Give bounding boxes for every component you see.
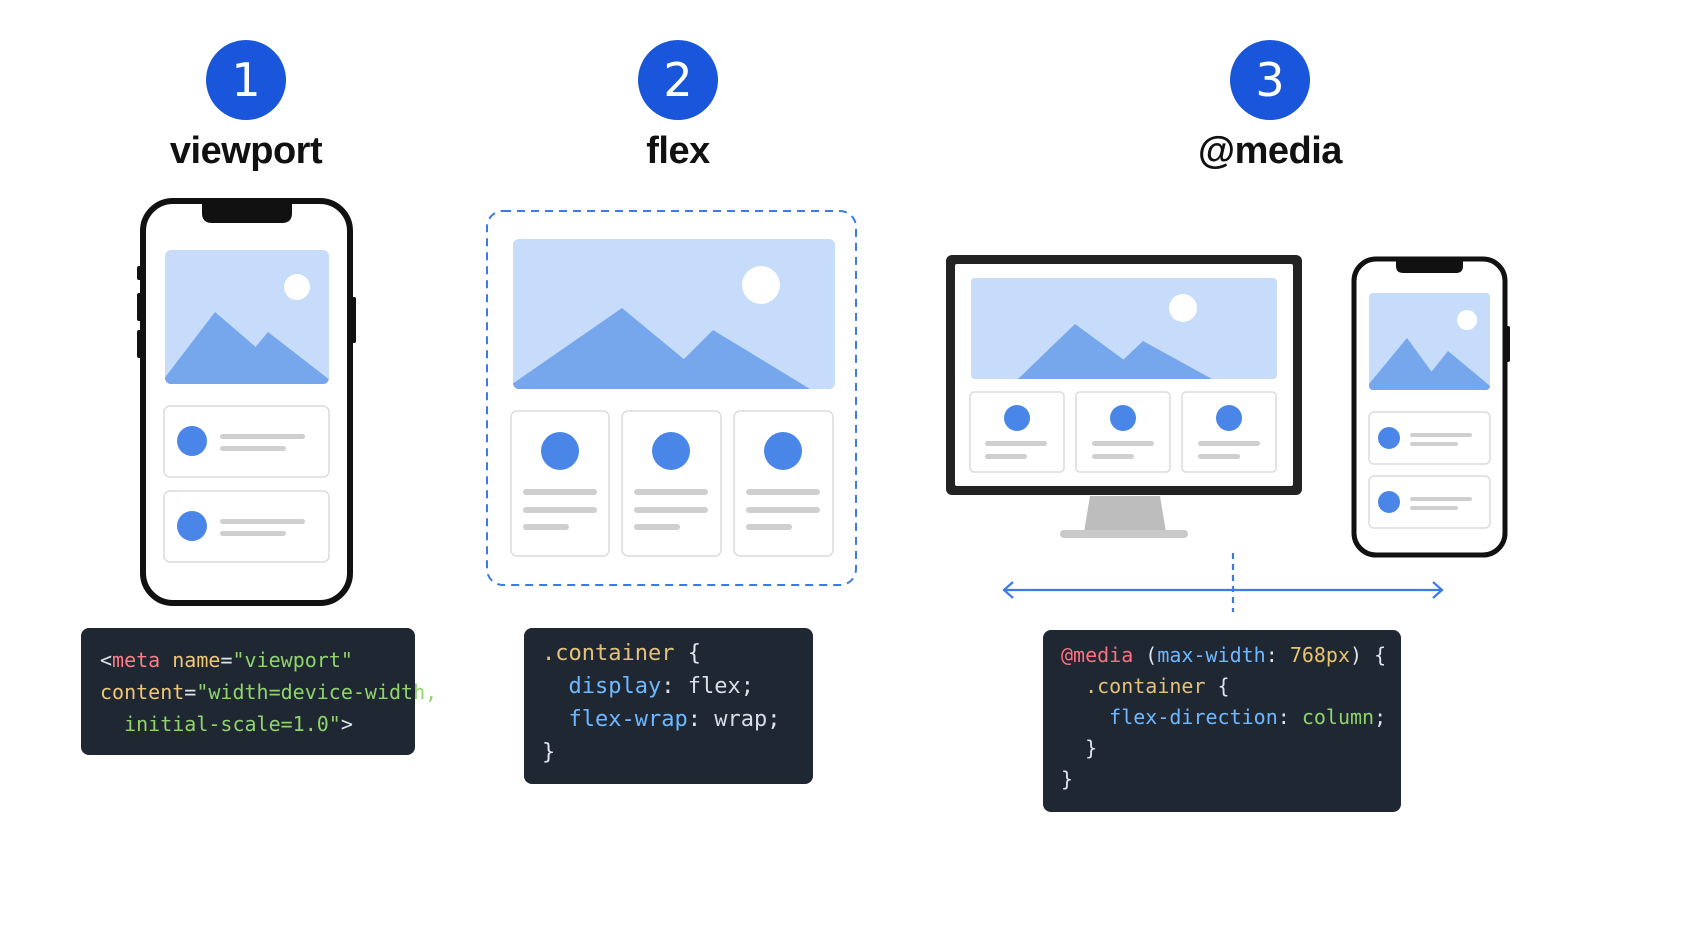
- phone-mockup-1: [137, 198, 356, 606]
- code-line-2: .container {: [1061, 674, 1230, 698]
- flex-container-mockup: [486, 210, 857, 586]
- phone-mockup-2: [1351, 256, 1510, 558]
- code-line-2: content="width=device-width,: [100, 680, 438, 704]
- desktop-card-1: [969, 391, 1065, 473]
- step-2-badge: 2: [638, 40, 718, 120]
- code-line-4: }: [542, 740, 556, 765]
- phone-2-card-2: [1368, 475, 1491, 529]
- image-placeholder-3: [971, 278, 1277, 379]
- flex-item-1: [510, 410, 610, 557]
- code-line-1: .container {: [542, 641, 701, 666]
- code-line-2: display: flex;: [542, 674, 754, 699]
- code-line-5: }: [1061, 767, 1074, 791]
- image-placeholder-4: [1369, 293, 1490, 390]
- code-line-1: <meta name="viewport": [100, 648, 353, 672]
- breakpoint-arrow: [1002, 553, 1444, 612]
- desktop-monitor-mockup: [946, 255, 1302, 538]
- step-1-badge: 1: [206, 40, 286, 120]
- code-block-media: @media (max-width: 768px) { .container {…: [1043, 630, 1401, 812]
- step-3-title: @media: [1198, 130, 1342, 172]
- code-line-3: initial-scale=1.0">: [100, 712, 353, 736]
- code-line-4: }: [1061, 736, 1098, 760]
- desktop-card-2: [1075, 391, 1171, 473]
- step-1-title: viewport: [169, 130, 323, 172]
- list-card-1a: [163, 405, 330, 478]
- image-placeholder-2: [513, 239, 835, 389]
- desktop-card-3: [1181, 391, 1277, 473]
- code-line-3: flex-wrap: wrap;: [542, 707, 781, 732]
- phone-2-card-1: [1368, 411, 1491, 465]
- image-placeholder-1: [165, 250, 329, 384]
- list-card-1b: [163, 490, 330, 563]
- code-line-3: flex-direction: column;: [1061, 705, 1387, 729]
- step-2-title: flex: [646, 130, 710, 172]
- code-block-flex: .container { display: flex; flex-wrap: w…: [524, 628, 813, 784]
- code-block-viewport: <meta name="viewport" content="width=dev…: [81, 628, 437, 755]
- code-line-1: @media (max-width: 768px) {: [1061, 643, 1387, 667]
- flex-item-2: [621, 410, 722, 557]
- flex-item-3: [733, 410, 834, 557]
- step-3-badge: 3: [1230, 40, 1310, 120]
